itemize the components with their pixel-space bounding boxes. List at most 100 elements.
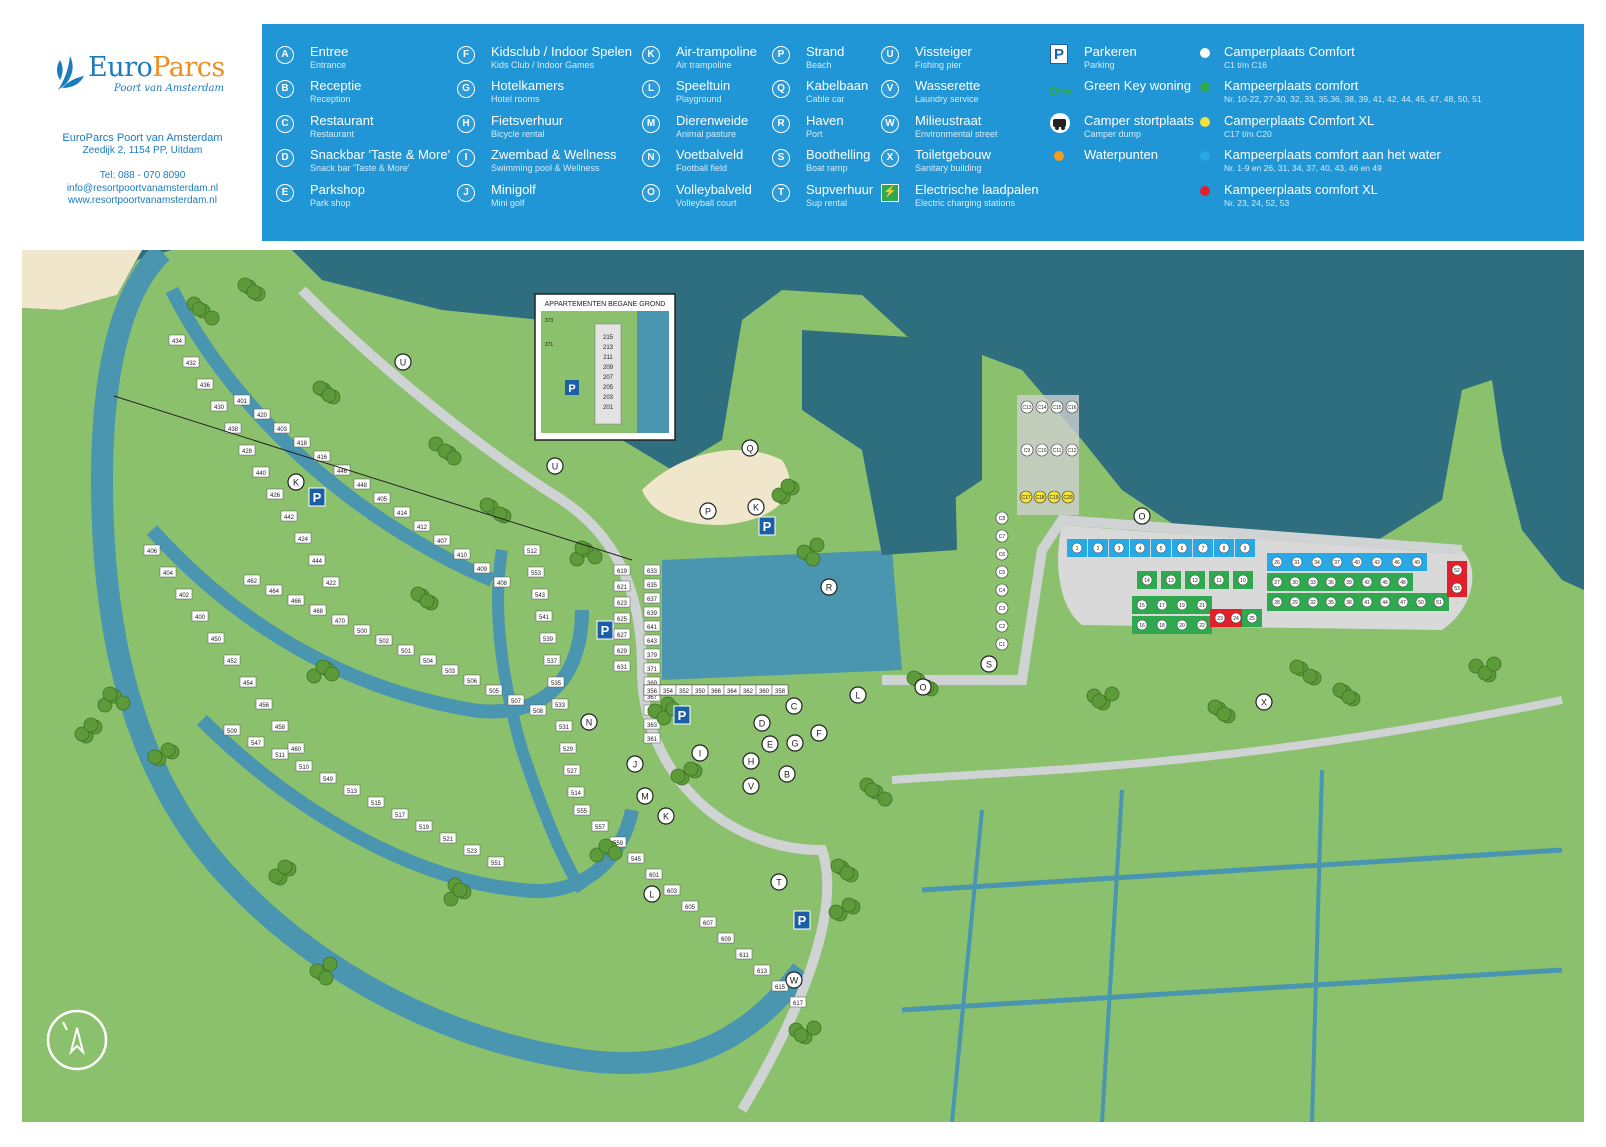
- park-website[interactable]: www.resortpoortvanamsterdam.nl: [68, 195, 217, 207]
- camp-pitch-dot: [1397, 596, 1409, 608]
- tree: [492, 506, 508, 522]
- tree: [419, 593, 435, 609]
- house-number: 559: [613, 841, 624, 847]
- house-plot: 512: [523, 544, 541, 556]
- house-plot: 507: [507, 694, 525, 706]
- house-number: 515: [371, 801, 382, 807]
- facility-marker[interactable]: O: [914, 678, 932, 696]
- legend-sublabel: Mini golf: [491, 198, 525, 208]
- legend-badge-icon: K: [642, 46, 660, 64]
- compass-icon: [46, 1009, 108, 1071]
- camp-pitch: 31: [1287, 553, 1307, 571]
- land-main: [22, 250, 1584, 1122]
- camp-pitch-label: 11: [1216, 578, 1221, 584]
- tree: [780, 478, 796, 494]
- inset-pointer: [113, 395, 633, 561]
- facility-marker[interactable]: P: [699, 502, 717, 520]
- facility-marker[interactable]: G: [786, 734, 804, 752]
- house-plot: 350: [691, 684, 709, 696]
- house-roof: [182, 356, 200, 368]
- house-roof: [415, 820, 433, 832]
- house-number: 627: [617, 633, 628, 639]
- camp-pitch: 19: [1172, 596, 1192, 614]
- camp-pitch: 4: [1130, 539, 1150, 557]
- house-plot: 541: [535, 610, 553, 622]
- park-phone[interactable]: Tel: 088 - 070 8090: [99, 170, 186, 182]
- facility-marker[interactable]: U: [546, 457, 564, 475]
- house-roof: [143, 544, 161, 556]
- facility-marker[interactable]: L: [849, 686, 867, 704]
- facility-marker[interactable]: N: [580, 713, 598, 731]
- house-number: 601: [649, 873, 660, 879]
- house-roof: [253, 408, 271, 420]
- house-roof: [419, 654, 437, 666]
- park-email[interactable]: info@resortpoortvanamsterdam.nl: [66, 182, 219, 194]
- facility-marker[interactable]: E: [761, 735, 779, 753]
- facility-marker[interactable]: U: [394, 353, 412, 371]
- house-roof: [309, 604, 327, 616]
- facility-marker[interactable]: Q: [741, 439, 759, 457]
- facility-marker[interactable]: S: [980, 655, 998, 673]
- facility-marker[interactable]: O: [1133, 507, 1151, 525]
- facility-marker-letter: J: [633, 760, 638, 770]
- facility-marker[interactable]: I: [691, 744, 709, 762]
- house-number: 609: [721, 937, 732, 943]
- camp-pitch-label: 50: [1418, 600, 1424, 606]
- facility-marker[interactable]: L: [643, 885, 661, 903]
- polder-ditch-5: [950, 809, 984, 1122]
- facility-marker-letter: O: [1138, 512, 1145, 522]
- green-key-icon: [1049, 83, 1072, 96]
- facility-marker-circle: [778, 765, 796, 783]
- facility-marker-circle: [580, 713, 598, 731]
- legend-label: Fietsverhuur: [491, 113, 564, 128]
- facility-marker[interactable]: K: [657, 807, 675, 825]
- facility-marker[interactable]: B: [778, 765, 796, 783]
- house-plot: 418: [293, 436, 311, 448]
- main-road: [298, 286, 833, 1113]
- house-roof: [308, 554, 326, 566]
- house-number: 543: [535, 593, 546, 599]
- facility-marker-letter: H: [748, 757, 755, 767]
- facility-marker[interactable]: F: [810, 724, 828, 742]
- facility-marker[interactable]: K: [747, 498, 765, 516]
- facility-marker[interactable]: T: [770, 873, 788, 891]
- europarcs-logo[interactable]: EuroParcs Poort van Amsterdam: [54, 50, 244, 100]
- inset-unit-number: 203: [603, 395, 614, 401]
- house-plot: 637: [643, 592, 661, 604]
- house-roof: [353, 624, 371, 636]
- facility-marker[interactable]: H: [742, 752, 760, 770]
- house-roof: [493, 576, 511, 588]
- camp-pitch: 32: [1303, 593, 1323, 611]
- house-roof: [699, 916, 717, 928]
- parking-letter: P: [601, 623, 610, 638]
- camper-pitch-dot: [1033, 490, 1047, 504]
- facility-marker[interactable]: X: [1255, 693, 1273, 711]
- facility-marker[interactable]: J: [626, 755, 644, 773]
- facility-marker[interactable]: V: [742, 777, 760, 795]
- house-number: 424: [298, 537, 309, 543]
- camp-pitch-dot: [1343, 596, 1355, 608]
- facility-marker[interactable]: C: [785, 697, 803, 715]
- facility-marker[interactable]: R: [820, 578, 838, 596]
- camper-pitch-label: C2: [999, 624, 1006, 630]
- pitch-color-dot: [1200, 117, 1210, 127]
- legend-sublabel: C1 t/m C16: [1224, 60, 1267, 70]
- camp-pitch-dot: [1196, 599, 1208, 611]
- facility-marker[interactable]: M: [636, 787, 654, 805]
- house-plot: 603: [663, 884, 681, 896]
- facility-marker[interactable]: K: [287, 473, 305, 491]
- camp-pitch: 24: [1226, 609, 1246, 627]
- camper-pitch: C19: [1047, 490, 1061, 504]
- camp-pitch-label: 47: [1400, 600, 1406, 606]
- camp-pitch-label: 6: [1181, 546, 1184, 552]
- facility-marker[interactable]: D: [753, 714, 771, 732]
- house-plot: 456: [255, 698, 273, 710]
- camper-pitch-label: C4: [999, 588, 1006, 594]
- house-number: 613: [757, 969, 768, 975]
- legend-sublabel: Hotel rooms: [491, 94, 540, 104]
- legend-sublabel: Entrance: [310, 60, 347, 70]
- facility-marker-letter: K: [293, 478, 299, 488]
- camp-pitch-dot: [1189, 574, 1201, 586]
- tree: [1289, 659, 1305, 675]
- facility-marker[interactable]: W: [785, 971, 803, 989]
